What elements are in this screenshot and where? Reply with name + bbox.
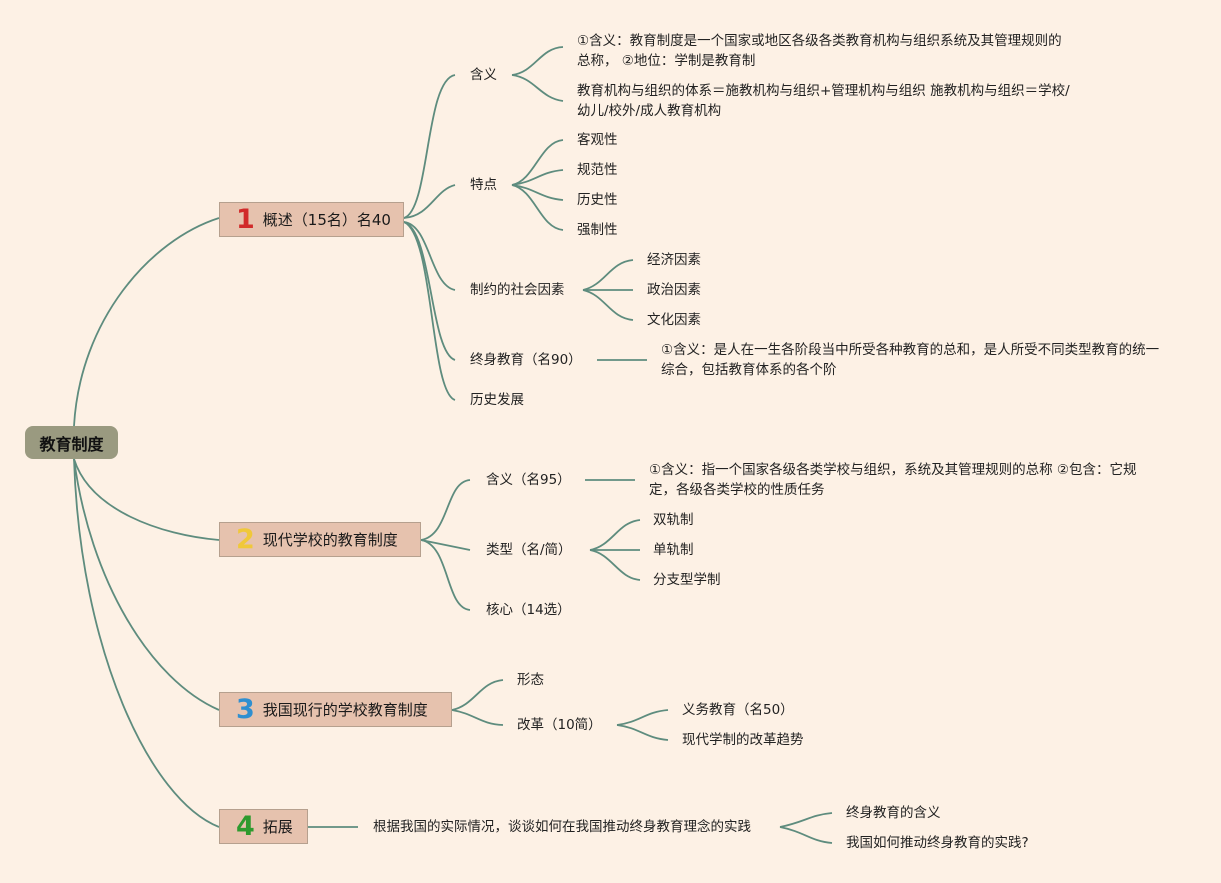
branch-label: 拓展 [262,818,293,836]
number-1-icon: 1 [236,204,255,235]
node-tedian[interactable]: 特点 [470,177,497,193]
branch-current-system[interactable]: 3 我国现行的学校教育制度 [219,692,452,727]
link-b3-gaige [451,709,504,726]
node-lifelong-meaning[interactable]: 终身教育的含义 [846,805,941,821]
node-social-factors[interactable]: 制约的社会因素 [470,282,565,298]
branch-label: 现代学校的教育制度 [262,531,398,549]
link-b1-tedian [403,184,456,219]
link-hanyi-2 [511,74,564,102]
node-history[interactable]: 历史发展 [470,392,524,408]
link-zhiyue-1 [582,259,634,291]
branch-label: 概述（15名）名40 [262,211,391,229]
link-q-2 [779,826,833,844]
node-hanyi-system[interactable]: 教育机构与组织的体系＝施教机构与组织+管理机构与组织 施教机构与组织＝学校/幼儿… [577,83,1070,119]
link-b1-lishi [403,221,456,401]
branch-extension[interactable]: 4 拓展 [219,809,308,844]
node-guifanxing[interactable]: 规范性 [577,162,618,178]
link-root-b1 [73,217,220,427]
link-tedian-4 [511,184,564,231]
node-hanyi-definition[interactable]: ①含义：教育制度是一个国家或地区各级各类教育机构与组织系统及其管理规则的总称， … [577,33,1062,69]
link-b2-leixing [420,539,471,551]
link-b1-zhongshen [403,221,456,361]
link-zhiyue-3 [582,289,634,321]
root-node[interactable]: 教育制度 [25,426,118,459]
number-4-icon: 4 [236,811,255,842]
link-b1-zhiyue [403,221,456,291]
root-label: 教育制度 [39,434,104,454]
node-reform[interactable]: 改革（10简） [517,717,602,733]
number-2-icon: 2 [236,524,255,555]
link-leixing-3 [589,549,641,581]
branch-modern-school[interactable]: 2 现代学校的教育制度 [219,522,421,557]
node-reform-trends[interactable]: 现代学制的改革趋势 [682,732,804,748]
node-lifelong-definition[interactable]: ①含义：是人在一生各阶段当中所受各种教育的总和，是人所受不同类型教育的统一综合，… [661,342,1160,378]
node-political[interactable]: 政治因素 [647,282,701,298]
node-keguanxing[interactable]: 客观性 [577,132,618,148]
node-b2-definition[interactable]: ①含义：指一个国家各级各类学校与组织，系统及其管理规则的总称 ②包含：它规定，各… [649,462,1137,498]
link-b3-xingtai [451,679,504,711]
node-single-track[interactable]: 单轨制 [653,542,694,558]
node-question[interactable]: 根据我国的实际情况，谈谈如何在我国推动终身教育理念的实践 [373,819,751,835]
branch-overview[interactable]: 1 概述（15名）名40 [219,202,404,237]
link-hanyi-1 [511,46,564,76]
node-dual-track[interactable]: 双轨制 [653,512,694,528]
node-lifelong-practice[interactable]: 我国如何推动终身教育的实践? [846,835,1029,851]
number-3-icon: 3 [236,694,255,725]
node-types[interactable]: 类型（名/简） [486,542,572,558]
node-branching[interactable]: 分支型学制 [653,572,721,588]
node-hanyi[interactable]: 含义 [470,67,497,83]
link-b2-hanyi [420,479,471,541]
link-gaige-1 [616,709,669,726]
link-gaige-2 [616,724,669,741]
node-core[interactable]: 核心（14选） [486,602,571,618]
link-q-1 [779,812,833,828]
node-form[interactable]: 形态 [517,672,544,688]
link-leixing-1 [589,519,641,551]
link-tedian-1 [511,139,564,186]
link-tedian-2 [511,169,564,186]
link-root-b2 [73,458,220,541]
node-lishixing[interactable]: 历史性 [577,192,618,208]
node-compulsory[interactable]: 义务教育（名50） [682,702,794,718]
node-lifelong[interactable]: 终身教育（名90） [470,352,582,368]
link-b2-hexin [420,539,471,611]
link-b1-hanyi [403,74,456,219]
branch-label: 我国现行的学校教育制度 [262,701,428,719]
node-cultural[interactable]: 文化因素 [647,312,701,328]
node-economic[interactable]: 经济因素 [647,252,701,268]
link-root-b4 [73,458,220,828]
link-root-b3 [73,458,220,711]
node-qiangzhixing[interactable]: 强制性 [577,222,618,238]
node-b2-hanyi[interactable]: 含义（名95） [486,472,571,488]
